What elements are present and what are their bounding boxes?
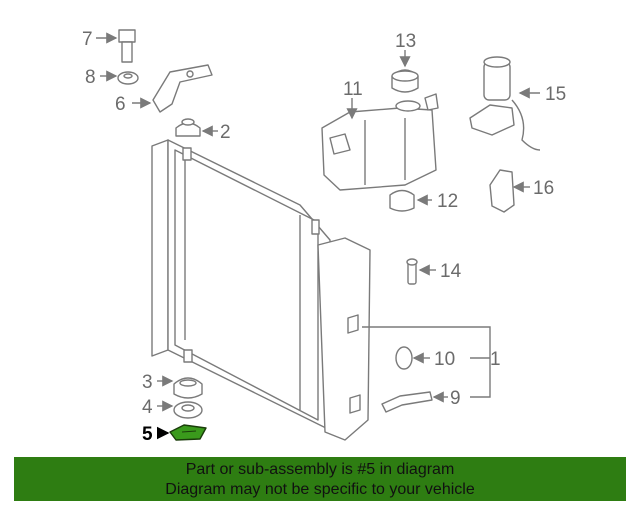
callout-6: 6 [115,94,126,115]
callout-11: 11 [343,79,363,100]
part-13-cap [391,69,419,93]
callout-2: 2 [220,122,231,143]
part-15-pump [469,56,541,151]
part-9-drain [381,391,433,413]
callout-14: 14 [440,261,462,282]
callout-12: 12 [437,191,458,212]
callout-15: 15 [545,84,566,105]
banner-line-2: Diagram may not be specific to your vehi… [165,481,475,498]
parts-diagram: 2 6 7 8 11 13 12 [82,29,566,445]
radiator [151,139,371,441]
part-11-reservoir [321,93,439,191]
callout-10: 10 [434,349,455,370]
callout-5: 5 [142,424,153,445]
part-16-holder [489,169,515,213]
callout-3: 3 [142,372,153,393]
callout-13: 13 [395,31,416,52]
part-10-seal [395,346,413,370]
part-6-bracket [152,64,213,113]
part-info-banner: Part or sub-assembly is #5 in diagram Di… [14,457,626,501]
part-4-washer [173,401,203,419]
callout-16: 16 [533,178,554,199]
part-14-sensor [406,258,418,285]
callout-1: 1 [490,349,501,370]
part-8-washer [117,71,139,85]
callout-9: 9 [450,388,461,409]
callout-8: 8 [85,67,96,88]
part-12-plug [389,189,415,212]
part-3-mount [173,377,203,399]
banner-line-1: Part or sub-assembly is #5 in diagram [185,461,455,478]
callout-7: 7 [82,29,93,50]
callout-4: 4 [142,397,153,418]
part-5-clip-highlighted[interactable] [169,424,207,441]
part-2-grommet [175,118,201,137]
part-7-bolt [118,29,136,63]
